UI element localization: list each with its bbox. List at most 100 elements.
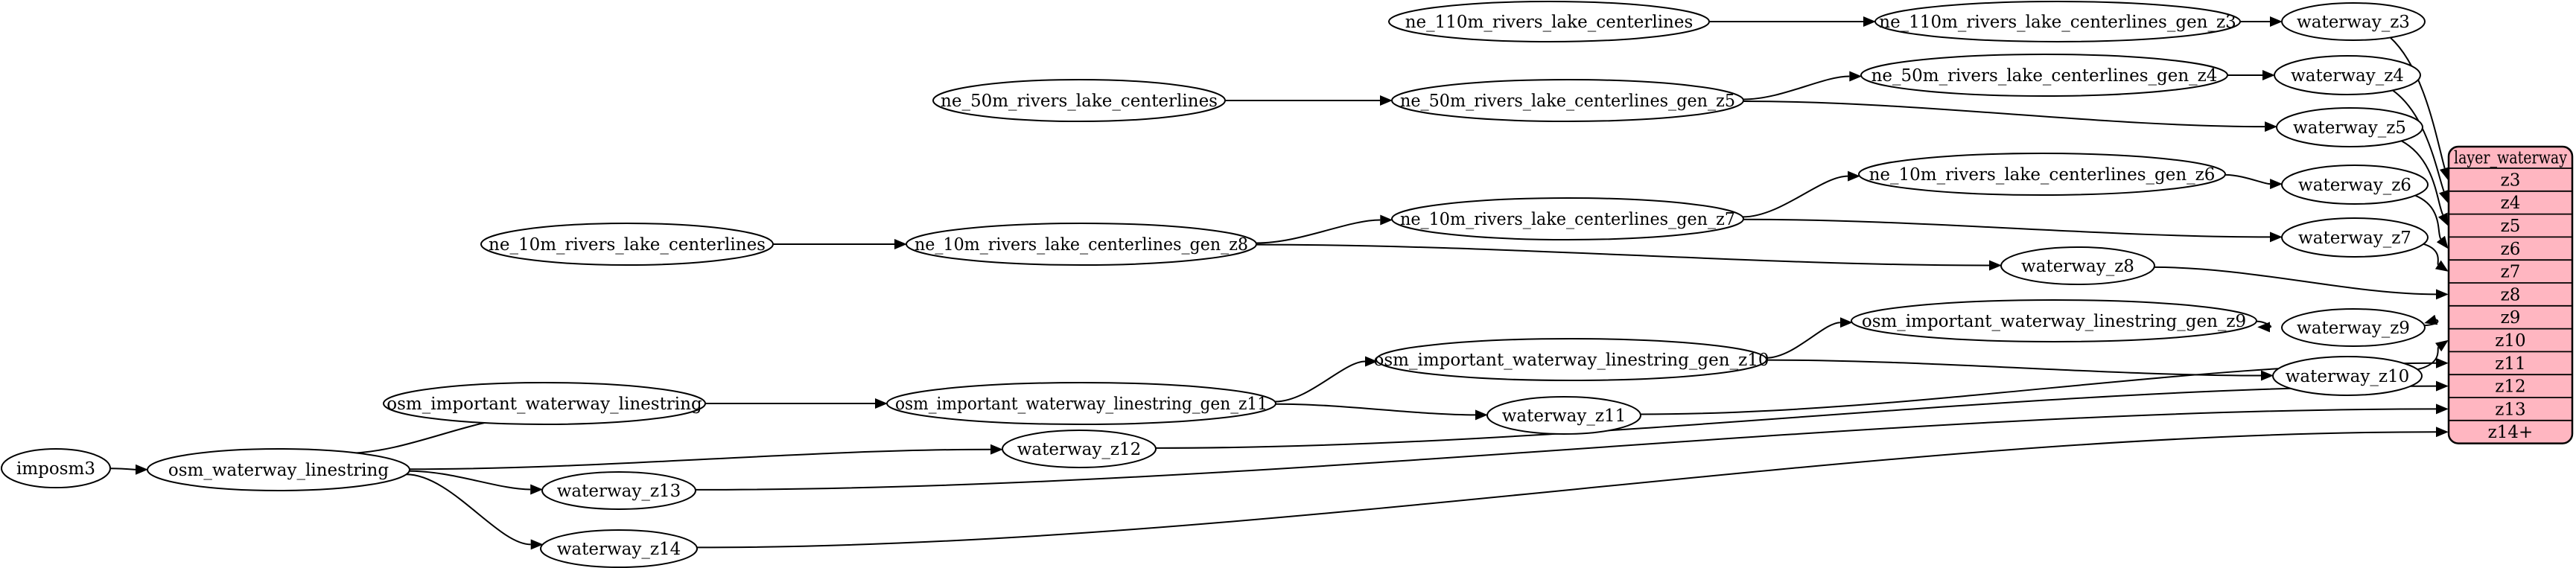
record-row-z12: z12 xyxy=(2495,377,2525,397)
record-row-label: z5 xyxy=(2501,217,2521,236)
record-row-label: z9 xyxy=(2501,308,2521,328)
edge-osm_waterway_linestring-to-waterway_z14 xyxy=(406,473,544,550)
node-label-waterway_z9: waterway_z9 xyxy=(2297,319,2410,338)
record-row-label: z14+ xyxy=(2488,423,2534,442)
edge-waterway_z5-to-layer_waterway:z5 xyxy=(2401,140,2449,226)
node-ne_10m_rivers_lake_centerlines: ne_10m_rivers_lake_centerlines xyxy=(480,223,774,266)
node-ellipse xyxy=(2272,356,2423,396)
edge-waterway_z4-to-layer_waterway:z4 xyxy=(2392,89,2449,203)
node-ellipse xyxy=(541,471,696,510)
node-ellipse xyxy=(2281,165,2429,205)
node-label-waterway_z6: waterway_z6 xyxy=(2298,176,2411,195)
node-label-osm_important_waterway_linestring: osm_important_waterway_linestring xyxy=(387,395,702,414)
node-label-waterway_z11: waterway_z11 xyxy=(1502,406,1626,426)
edges-layer xyxy=(109,16,2450,550)
node-ellipse xyxy=(480,223,774,266)
node-waterway_z5: waterway_z5 xyxy=(2276,107,2423,147)
node-label-ne_10m_rivers_lake_centerlines_gen_z7: ne_10m_rivers_lake_centerlines_gen_z7 xyxy=(1400,210,1735,229)
edge-osm_important_waterway_linestring_gen_z9-to-waterway_z9 xyxy=(2256,320,2272,333)
node-label-waterway_z10: waterway_z10 xyxy=(2286,367,2410,386)
edge-waterway_z9-to-layer_waterway:z9 xyxy=(2424,314,2439,327)
record-row-z11: z11 xyxy=(2495,354,2525,374)
record-title: layer_waterway xyxy=(2454,149,2567,168)
edge-osm_important_waterway_linestring_gen_z10-to-waterway_z10 xyxy=(1766,359,2274,381)
node-ellipse xyxy=(540,529,698,568)
node-ellipse xyxy=(1391,197,1744,240)
edge-osm_important_waterway_linestring_gen_z10-to-osm_important_waterway_linestring_gen_z9 xyxy=(1766,317,1853,359)
record-row-label: z10 xyxy=(2495,331,2525,351)
node-waterway_z7: waterway_z7 xyxy=(2281,217,2429,258)
node-waterway_z3: waterway_z3 xyxy=(2281,2,2426,41)
edge-osm_important_waterway_linestring_gen_z11-to-osm_important_waterway_linestring_gen_z10 xyxy=(1274,356,1378,403)
node-waterway_z11: waterway_z11 xyxy=(1486,396,1641,435)
node-label-osm_important_waterway_linestring_gen_z9: osm_important_waterway_linestring_gen_z9 xyxy=(1862,312,2246,331)
node-ne_10m_rivers_lake_centerlines_gen_z6: ne_10m_rivers_lake_centerlines_gen_z6 xyxy=(1858,153,2226,196)
node-ellipse xyxy=(886,382,1276,425)
edge-ne_50m_rivers_lake_centerlines_gen_z5-to-ne_50m_rivers_lake_centerlines_gen_z4 xyxy=(1743,71,1863,100)
node-label-ne_10m_rivers_lake_centerlines_gen_z8: ne_10m_rivers_lake_centerlines_gen_z8 xyxy=(915,235,1248,255)
edge-waterway_z10-to-layer_waterway:z10 xyxy=(2417,339,2449,371)
node-ne_50m_rivers_lake_centerlines_gen_z4: ne_50m_rivers_lake_centerlines_gen_z4 xyxy=(1860,54,2228,97)
node-label-osm_waterway_linestring: osm_waterway_linestring xyxy=(168,461,389,480)
node-osm_important_waterway_linestring_gen_z10: osm_important_waterway_linestring_gen_z1… xyxy=(1374,338,1769,381)
node-waterway_z13: waterway_z13 xyxy=(541,471,696,510)
record-row-z13: z13 xyxy=(2495,400,2525,419)
node-label-waterway_z12: waterway_z12 xyxy=(1017,440,1142,459)
edge-osm_waterway_linestring-to-waterway_z13 xyxy=(409,470,543,495)
node-label-ne_10m_rivers_lake_centerlines: ne_10m_rivers_lake_centerlines xyxy=(489,235,766,255)
edge-ne_10m_rivers_lake_centerlines_gen_z7-to-waterway_z7 xyxy=(1743,218,2283,243)
edge-waterway_z14-to-layer_waterway:z14+ xyxy=(696,427,2449,549)
node-label-waterway_z5: waterway_z5 xyxy=(2293,118,2406,138)
record-node-layer_waterway: layer_waterway z3 z4 z5 z6 z7 z8 z9 z10 z11 z12 z13… xyxy=(2447,145,2574,444)
node-label-ne_50m_rivers_lake_centerlines_gen_z4: ne_50m_rivers_lake_centerlines_gen_z4 xyxy=(1871,66,2218,86)
record-row-label: z12 xyxy=(2495,377,2525,397)
edge-waterway_z3-to-layer_waterway:z3 xyxy=(2389,36,2450,181)
record-row-label: z8 xyxy=(2501,285,2521,304)
record-row-z9: z9 xyxy=(2501,308,2521,328)
record-row-z3: z3 xyxy=(2501,170,2521,190)
node-waterway_z4: waterway_z4 xyxy=(2274,55,2421,95)
node-ellipse xyxy=(2281,217,2429,258)
node-ellipse xyxy=(1388,1,1710,42)
node-ellipse xyxy=(147,448,410,491)
edge-ne_10m_rivers_lake_centerlines_gen_z8-to-ne_10m_rivers_lake_centerlines_gen_z7 xyxy=(1256,214,1393,244)
node-imposm3: imposm3 xyxy=(1,448,111,488)
node-label-ne_110m_rivers_lake_centerlines: ne_110m_rivers_lake_centerlines xyxy=(1405,13,1694,32)
node-ellipse xyxy=(1002,430,1157,468)
record-row-label: z13 xyxy=(2495,400,2525,419)
node-ellipse xyxy=(2000,246,2155,285)
node-label-ne_110m_rivers_lake_centerlines_gen_z3: ne_110m_rivers_lake_centerlines_gen_z3 xyxy=(1879,13,2236,32)
node-waterway_z8: waterway_z8 xyxy=(2000,246,2155,285)
node-ellipse xyxy=(1376,338,1767,381)
node-ellipse xyxy=(2281,308,2426,347)
node-ellipse xyxy=(1858,153,2226,196)
record-row-z5: z5 xyxy=(2501,217,2521,236)
node-label-waterway_z7: waterway_z7 xyxy=(2298,229,2411,248)
record-header: layer_waterway xyxy=(2454,149,2567,168)
node-ne_50m_rivers_lake_centerlines: ne_50m_rivers_lake_centerlines xyxy=(932,79,1226,122)
record-row-label: z7 xyxy=(2501,263,2521,282)
node-label-waterway_z8: waterway_z8 xyxy=(2021,257,2134,276)
node-waterway_z12: waterway_z12 xyxy=(1002,430,1157,468)
record-row-label: z11 xyxy=(2495,354,2525,374)
node-ellipse xyxy=(383,382,706,425)
record-row-z4: z4 xyxy=(2501,194,2521,213)
node-waterway_z10: waterway_z10 xyxy=(2272,356,2423,396)
node-waterway_z9: waterway_z9 xyxy=(2281,308,2426,347)
node-label-waterway_z3: waterway_z3 xyxy=(2297,13,2410,32)
node-waterway_z6: waterway_z6 xyxy=(2281,165,2429,205)
node-ne_110m_rivers_lake_centerlines: ne_110m_rivers_lake_centerlines xyxy=(1388,1,1710,42)
edge-ne_10m_rivers_lake_centerlines_gen_z6-to-waterway_z6 xyxy=(2224,173,2283,190)
node-ne_110m_rivers_lake_centerlines_gen_z3: ne_110m_rivers_lake_centerlines_gen_z3 xyxy=(1874,1,2241,42)
record-row-z14+: z14+ xyxy=(2488,423,2534,442)
node-osm_important_waterway_linestring_gen_z9: osm_important_waterway_linestring_gen_z9 xyxy=(1851,299,2257,342)
record-row-label: z4 xyxy=(2501,194,2521,213)
node-label-imposm3: imposm3 xyxy=(16,459,95,479)
edge-osm_important_waterway_linestring_gen_z11-to-waterway_z11 xyxy=(1275,403,1488,421)
nodes-layer: imposm3 osm_waterway_linestring osm_import… xyxy=(1,1,2429,568)
record-row-z6: z6 xyxy=(2501,240,2521,259)
record-outline xyxy=(2447,145,2574,444)
node-ellipse xyxy=(1874,1,2241,42)
node-label-waterway_z14: waterway_z14 xyxy=(557,540,681,559)
